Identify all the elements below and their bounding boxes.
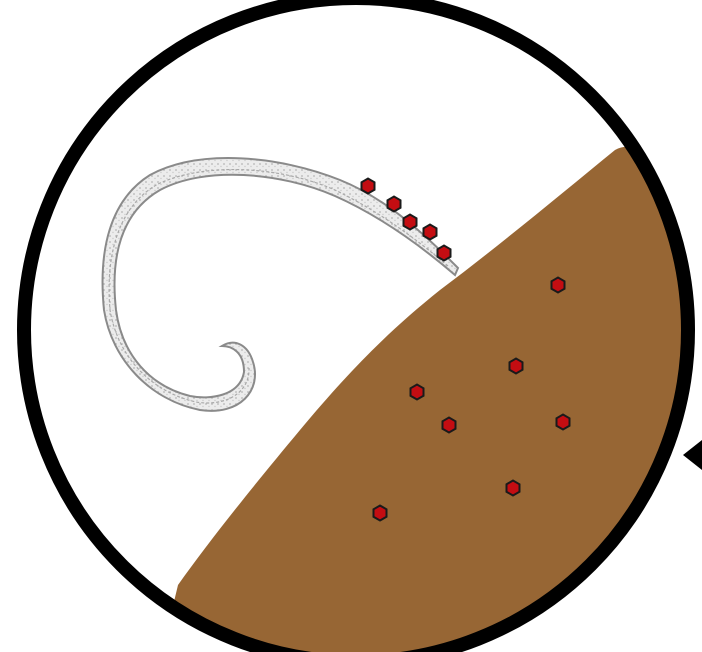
soil-particle	[552, 278, 565, 293]
soil-particle	[411, 385, 424, 400]
soil-particle	[374, 506, 387, 521]
attached-particle	[362, 179, 375, 194]
soil-particle	[510, 359, 523, 374]
attached-particle	[404, 215, 417, 230]
callout-pointer-icon	[683, 440, 702, 470]
soil-particle	[507, 481, 520, 496]
soil-particle	[557, 415, 570, 430]
attached-particle	[438, 246, 451, 261]
attached-particle	[424, 225, 437, 240]
attached-particle	[388, 197, 401, 212]
soil-particle	[443, 418, 456, 433]
